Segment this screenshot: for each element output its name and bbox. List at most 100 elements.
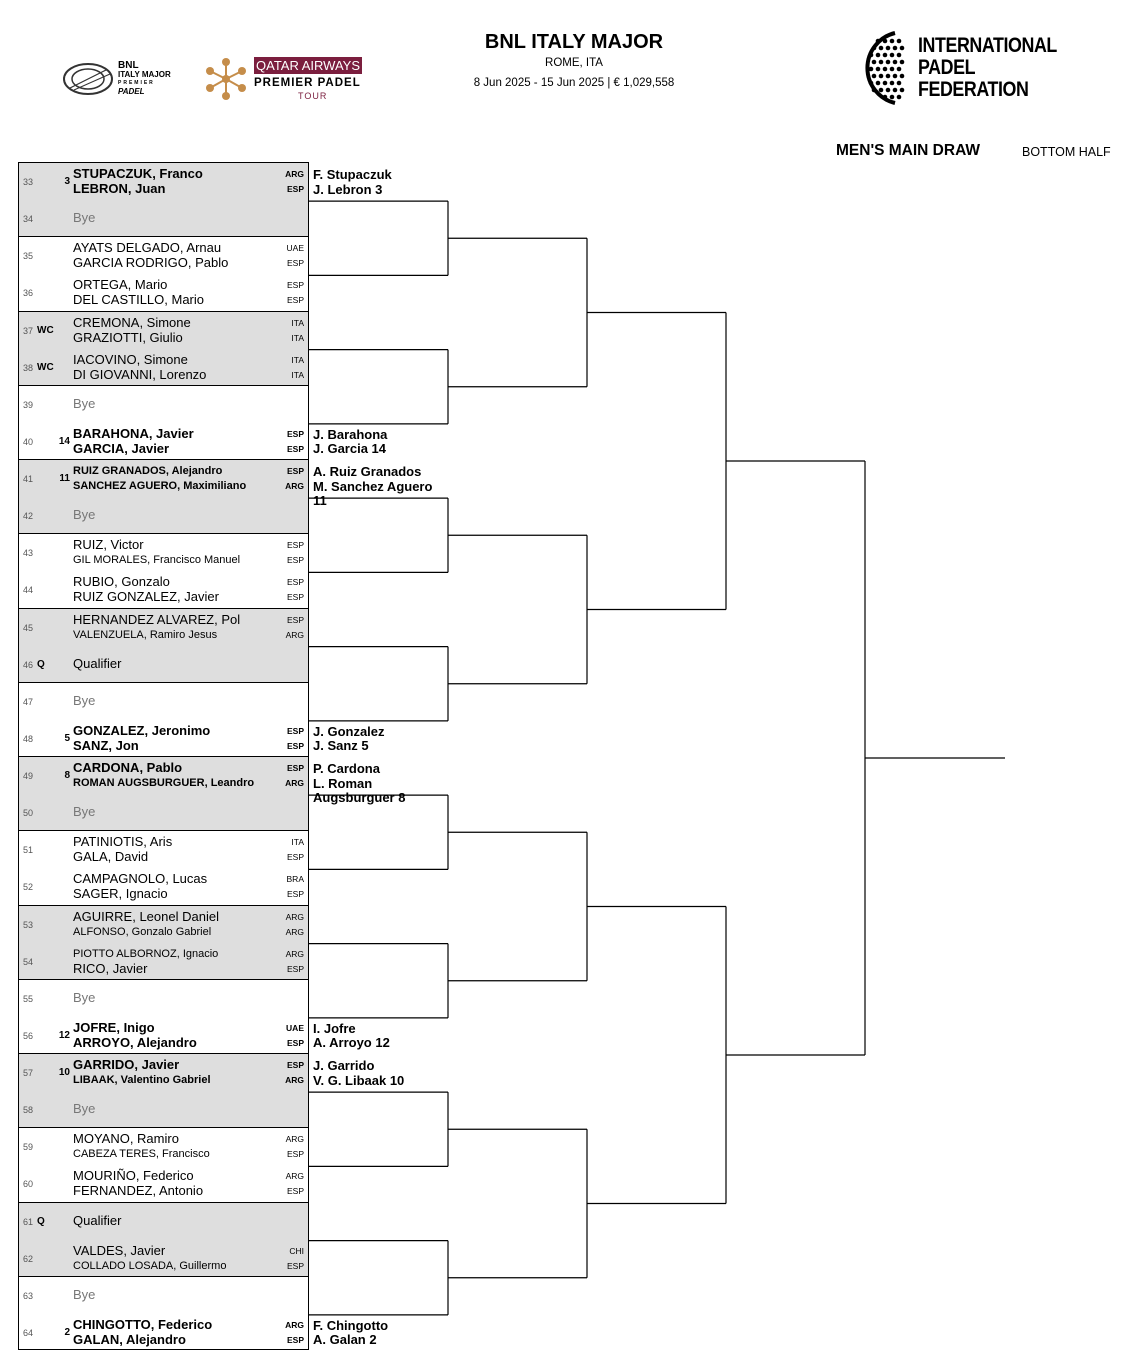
- winner-name-line: L. Roman: [313, 775, 373, 791]
- nationality-code: ESP: [286, 740, 304, 751]
- bye-label: Bye: [73, 210, 96, 226]
- nationality-code: ARG: [285, 629, 304, 640]
- slot-number: 52: [23, 882, 34, 893]
- ipf-dot: [899, 45, 905, 51]
- player-name: RUIZ, Victor: [73, 537, 144, 553]
- qualifier-label: Qualifier: [73, 655, 122, 671]
- ipf-dot: [885, 59, 891, 65]
- slot-number: 60: [23, 1179, 34, 1190]
- nationality-code: ESP: [286, 592, 304, 603]
- slot-pair-block: [19, 460, 308, 535]
- player-name: DI GIOVANNI, Lorenzo: [73, 366, 207, 382]
- winner-name-line: A. Ruiz Granados: [313, 464, 422, 479]
- player-name: CABEZA TERES, Francisco: [73, 1148, 210, 1161]
- winner-name-line: J. Lebron 3: [313, 181, 383, 197]
- player-name: SAGER, Ignacio: [73, 886, 168, 902]
- nationality-code: ESP: [286, 1060, 304, 1070]
- winner-name-line: F. Stupaczuk: [313, 167, 392, 182]
- slot-pair-block: [19, 683, 308, 757]
- player-name: ALFONSO, Gonzalo Gabriel: [73, 925, 212, 938]
- winner-name-line: A. Arroyo 12: [313, 1035, 390, 1051]
- slot-number: 45: [23, 622, 34, 633]
- nationality-code: ESP: [286, 1186, 304, 1197]
- nationality-code: UAE: [286, 1022, 304, 1033]
- ipf-dot: [875, 38, 881, 44]
- ipf-dot: [871, 73, 877, 79]
- ipf-dot: [896, 38, 902, 44]
- ipf-dot: [868, 80, 874, 86]
- premier-padel-logo-icon: [206, 58, 246, 100]
- player-name: ARROYO, Alejandro: [73, 1034, 197, 1050]
- bye-label: Bye: [73, 1101, 96, 1117]
- winner-name-line: I. Jofre: [313, 1020, 356, 1036]
- ipf-dot: [882, 94, 888, 100]
- ipf-logo-text: INTERNATIONAL PADEL FEDERATION: [918, 34, 1057, 101]
- slot-number: 64: [23, 1327, 34, 1338]
- seed-label: 3: [64, 176, 70, 187]
- slot-number: 40: [23, 436, 34, 447]
- player-name: ROMAN AUGSBURGUER, Leandro: [73, 777, 255, 789]
- seed-label: 10: [58, 1067, 70, 1078]
- ipf-dot: [875, 52, 881, 58]
- ipf-dot: [882, 80, 888, 86]
- ipf-dot: [892, 59, 898, 65]
- ipf-dot: [878, 45, 884, 51]
- nationality-code: ARG: [285, 1319, 304, 1330]
- ipf-dot: [896, 66, 902, 72]
- ipf-dot: [868, 52, 874, 58]
- slot-number: 41: [23, 474, 34, 484]
- slot-number: 53: [23, 919, 34, 930]
- player-name: MOURIÑO, Federico: [73, 1168, 194, 1184]
- player-name: PATINIOTIS, Aris: [73, 834, 173, 850]
- ipf-dot: [875, 66, 881, 72]
- slot-pair-block: [19, 311, 308, 386]
- slot-pair-block: [19, 534, 308, 609]
- nationality-code: ESP: [286, 466, 304, 476]
- ipf-dot: [878, 87, 884, 93]
- player-name: GARCIA, Javier: [73, 440, 170, 456]
- player-name: PIOTTO ALBORNOZ, Ignacio: [73, 947, 219, 960]
- bye-label: Bye: [73, 395, 96, 411]
- slot-pair-block: [19, 831, 308, 906]
- seed-label: Q: [37, 658, 45, 670]
- nationality-code: ESP: [286, 1260, 304, 1271]
- slot-number: 48: [23, 733, 34, 744]
- winner-name-line: J. Garrido: [313, 1058, 375, 1073]
- player-name: RICO, Javier: [73, 960, 148, 976]
- player-name: CAMPAGNOLO, Lucas: [73, 871, 208, 887]
- slot-number: 43: [23, 548, 34, 559]
- nationality-code: ESP: [286, 614, 304, 625]
- player-name: GARRIDO, Javier: [73, 1057, 180, 1072]
- winner-name-line: M. Sanchez Aguero: [313, 478, 433, 494]
- slot-number: 42: [23, 511, 34, 522]
- ipf-dot: [885, 73, 891, 79]
- nationality-code: ESP: [286, 1037, 304, 1048]
- slot-pair-block: [19, 757, 308, 832]
- nationality-code: ARG: [285, 1171, 304, 1182]
- slot-number: 59: [23, 1142, 34, 1153]
- ipf-dot: [871, 59, 877, 65]
- ipf-dot: [878, 59, 884, 65]
- bye-label: Bye: [73, 692, 96, 708]
- player-name: SANZ, Jon: [73, 737, 139, 753]
- player-name: GIL MORALES, Francisco Manuel: [73, 554, 241, 567]
- slot-pair-block: [19, 163, 308, 238]
- tour-label: TOUR: [298, 91, 328, 101]
- player-name: LEBRON, Juan: [73, 181, 166, 196]
- nationality-code: ESP: [286, 1334, 304, 1345]
